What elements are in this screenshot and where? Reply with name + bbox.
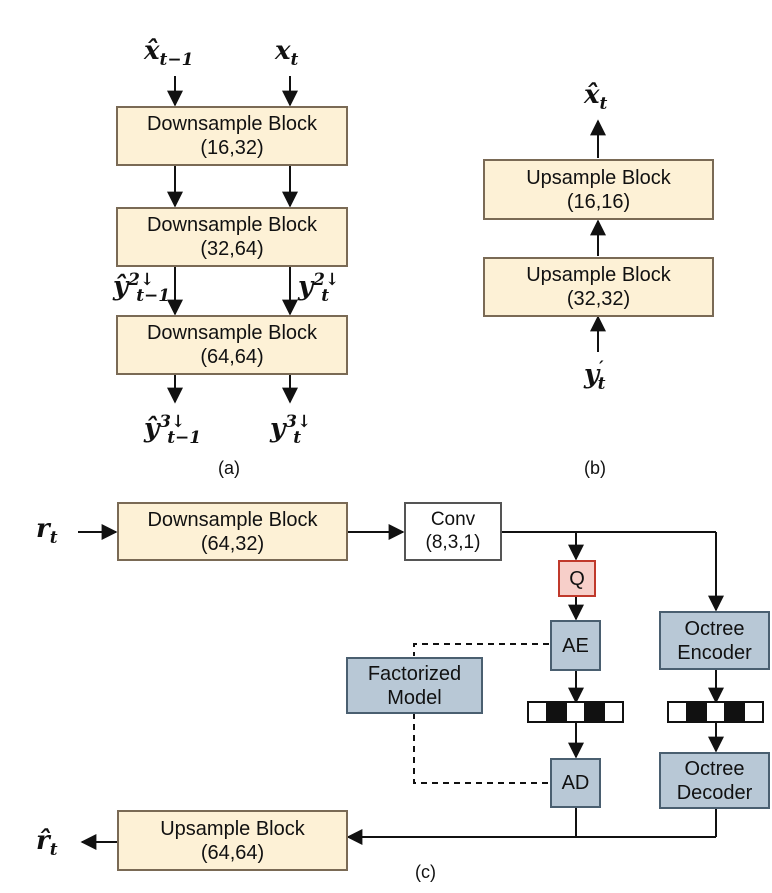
label-y-t-2down: y2↓t [298, 270, 340, 306]
factorized-line1: Factorized [367, 662, 462, 685]
label-y-t-prime: y′t [584, 358, 606, 394]
octree-decoder-block: Octree Decoder [659, 752, 770, 809]
block-title: Downsample Block [146, 322, 318, 344]
block-params: (64,64) [200, 346, 264, 368]
caption-c: (c) [415, 862, 436, 882]
octree-encoder-line1: Octree [684, 617, 745, 640]
caption-b: (b) [584, 458, 606, 478]
block-title: Downsample Block [146, 214, 318, 236]
label-x-hat-t-minus-1: x̂t−1 [144, 36, 194, 71]
conv-title: Conv [430, 508, 476, 530]
arithmetic-decoder-block: AD [550, 758, 601, 808]
label-r-t: rt [36, 514, 58, 549]
ad-label: AD [561, 772, 590, 794]
label-y-hat-t-minus-1-3down: ŷ3↓t−1 [144, 412, 202, 448]
factorized-model-block: Factorized Model [346, 657, 483, 714]
upsample-block-b1: Upsample Block (16,16) [483, 159, 714, 220]
label-x-hat-t: x̂t [584, 80, 608, 115]
block-title: Upsample Block [160, 817, 305, 840]
block-params: (64,32) [200, 532, 265, 555]
downsample-block-a1: Downsample Block (16,32) [116, 106, 348, 166]
downsample-block-c: Downsample Block (64,32) [117, 502, 348, 561]
octree-encoder-line2: Encoder [677, 641, 752, 664]
block-params: (32,32) [566, 288, 631, 310]
downsample-block-a2: Downsample Block (32,64) [116, 207, 348, 267]
bitstream-icon-octree [667, 701, 764, 723]
block-title: Downsample Block [147, 508, 318, 531]
upsample-block-b2: Upsample Block (32,32) [483, 257, 714, 317]
arithmetic-encoder-block: AE [550, 620, 601, 671]
block-title: Upsample Block [526, 264, 671, 286]
block-params: (32,64) [200, 238, 264, 260]
quantizer-label: Q [569, 567, 585, 590]
block-title: Upsample Block [526, 166, 671, 189]
block-params: (64,64) [200, 841, 265, 864]
conv-block: Conv (8,3,1) [404, 502, 502, 561]
octree-decoder-line1: Octree [684, 757, 745, 780]
block-params: (16,32) [200, 137, 264, 159]
upsample-block-c: Upsample Block (64,64) [117, 810, 348, 871]
block-title: Downsample Block [146, 113, 318, 135]
octree-decoder-line2: Decoder [676, 781, 753, 804]
conv-params: (8,3,1) [425, 531, 481, 553]
label-y-hat-t-minus-1-2down: ŷ2↓t−1 [113, 270, 171, 306]
caption-a: (a) [218, 458, 240, 478]
bitstream-icon-ae [527, 701, 624, 723]
downsample-block-a3: Downsample Block (64,64) [116, 315, 348, 375]
label-x-t: xt [275, 36, 299, 71]
dashed-line-ad [413, 713, 549, 784]
block-params: (16,16) [566, 190, 631, 213]
quantizer-block: Q [558, 560, 596, 597]
factorized-line2: Model [387, 686, 442, 709]
dashed-line-ae [413, 643, 549, 656]
label-y-t-3down: y3↓t [270, 412, 312, 448]
ae-label: AE [562, 634, 589, 657]
octree-encoder-block: Octree Encoder [659, 611, 770, 670]
label-r-hat-t: r̂t [36, 826, 58, 861]
